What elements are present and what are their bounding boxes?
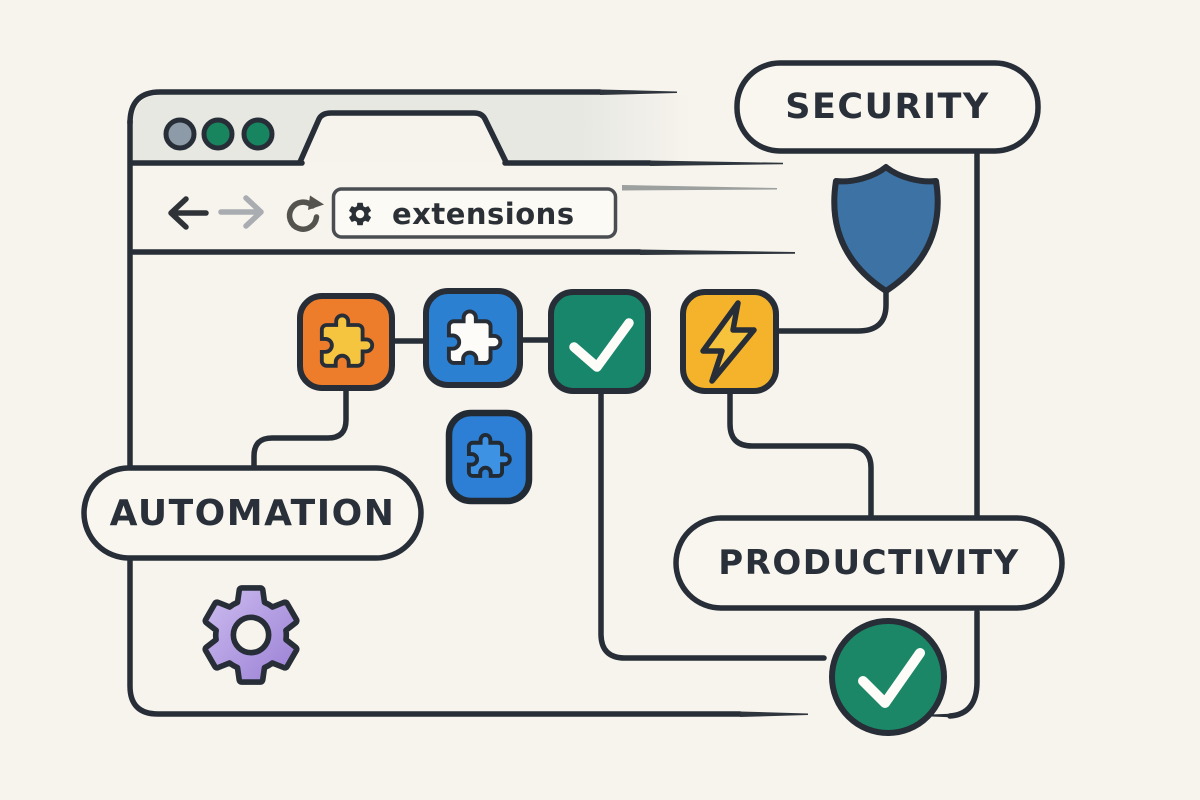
- address-bar[interactable]: [331, 187, 618, 239]
- extension-icon-orange[interactable]: [297, 293, 395, 391]
- check-icon: [569, 318, 634, 372]
- browser-window: [127, 89, 808, 717]
- window-controls: [163, 117, 275, 151]
- productivity-pill: [673, 515, 1065, 611]
- extension-icon-blue[interactable]: [423, 288, 523, 388]
- check-icon: [858, 648, 925, 708]
- browser-tab-outline: [297, 110, 509, 165]
- reload-button[interactable]: [286, 195, 324, 232]
- extension-icon-yellow[interactable]: [680, 289, 779, 394]
- browser-tab[interactable]: [300, 113, 506, 162]
- extension-icons-row: [297, 288, 779, 505]
- motion-lines: [600, 89, 808, 717]
- back-button[interactable]: [168, 196, 209, 230]
- automation-pill: [81, 465, 424, 561]
- window-outline: [127, 89, 743, 717]
- check-circle: [829, 618, 947, 736]
- gear-icon-large: [205, 588, 297, 682]
- window-control-dot-1[interactable]: [163, 117, 197, 151]
- label-pills: [81, 60, 1065, 611]
- security-pill: [734, 60, 1041, 154]
- shield-icon: [831, 164, 941, 294]
- forward-button[interactable]: [218, 195, 264, 229]
- window-control-dot-3[interactable]: [241, 117, 275, 151]
- extension-icon-green[interactable]: [548, 289, 651, 394]
- window-control-dot-2[interactable]: [201, 117, 235, 151]
- bolt-icon: [700, 300, 757, 384]
- connector-lines: [251, 149, 980, 719]
- extension-icon-small-blue[interactable]: [445, 409, 533, 505]
